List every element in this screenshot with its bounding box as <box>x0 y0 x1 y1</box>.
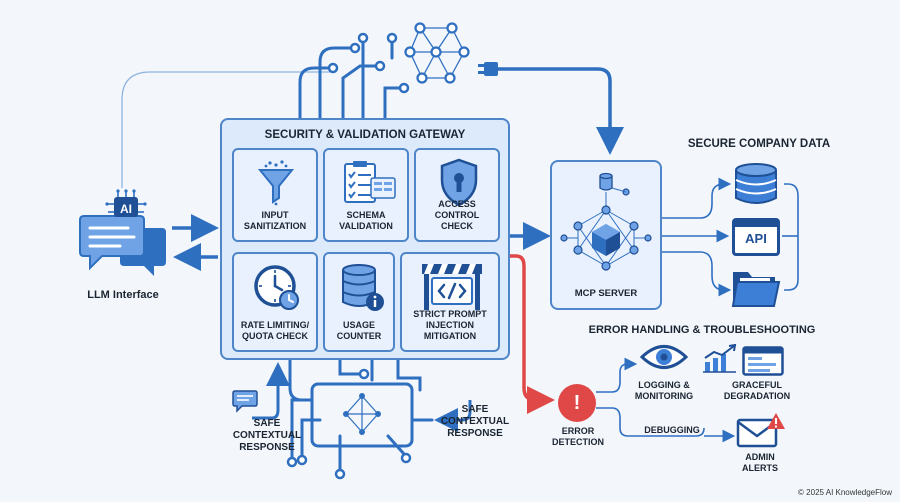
admin-alerts-label: ADMIN ALERTS <box>742 452 778 473</box>
prompt-injection-card: STRICT PROMPT INJECTION MITIGATION <box>400 252 500 352</box>
company-data-title: SECURE COMPANY DATA <box>687 138 831 150</box>
schema-validation-card: SCHEMA VALIDATION <box>323 148 409 242</box>
database-info-icon <box>342 264 384 311</box>
api-box: API <box>732 218 780 256</box>
network-icon <box>404 22 470 84</box>
error-symbol: ! <box>573 392 581 414</box>
ai-chip-label: AI <box>120 202 132 216</box>
usage-counter-card: USAGE COUNTER <box>323 252 395 352</box>
graceful-degradation-label: GRACEFUL DEGRADATION <box>723 380 791 401</box>
mail-alert-icon <box>736 413 785 448</box>
llm-interface-label: LLM Interface <box>87 289 159 301</box>
speech-bubble-icon <box>232 390 258 413</box>
cube-network-icon <box>560 172 652 271</box>
clock-icon <box>254 265 299 310</box>
gateway-title: SECURITY & VALIDATION GATEWAY <box>264 129 466 141</box>
usage-counter-label: USAGE COUNTER <box>336 320 382 341</box>
api-label: API <box>745 231 767 246</box>
input-sanitization-card: INPUT SANITIZATION <box>232 148 318 242</box>
schema-validation-label: SCHEMA VALIDATION <box>339 210 393 231</box>
logging-monitoring-label: LOGGING & MONITORING <box>634 380 694 401</box>
rate-limiting-card: RATE LIMITING/ QUOTA CHECK <box>232 252 318 352</box>
folder-icon <box>731 272 781 307</box>
error-detection-label: ERROR DETECTION <box>551 426 604 447</box>
safe-response-left-label: SAFE CONTEXTUAL RESPONSE <box>232 418 302 453</box>
chat-bubbles-icon <box>79 189 166 276</box>
plug-icon <box>478 62 498 76</box>
database-icon <box>735 163 777 204</box>
chart-trend-icon <box>703 344 737 373</box>
mcp-server-label: MCP SERVER <box>574 288 638 299</box>
prompt-injection-label: STRICT PROMPT INJECTION MITIGATION <box>413 309 487 341</box>
access-control-card: ACCESS CONTROL CHECK <box>414 148 500 242</box>
copyright-footer: © 2025 AI KnowledgeFlow <box>798 488 892 497</box>
checklist-icon <box>344 161 396 203</box>
eye-icon <box>640 345 688 369</box>
input-sanitization-label: INPUT SANITIZATION <box>243 210 307 231</box>
security-validation-gateway: SECURITY & VALIDATION GATEWAY INPUT SANI… <box>220 118 510 360</box>
debugging-label: DEBUGGING <box>644 425 700 435</box>
error-alert-icon <box>558 384 596 422</box>
safe-response-right-label: SAFE CONTEXTUAL RESPONSE <box>440 404 510 439</box>
access-control-label: ACCESS CONTROL CHECK <box>434 199 480 231</box>
mcp-server: MCP SERVER <box>550 160 662 310</box>
funnel-icon <box>257 160 295 206</box>
error-handling-title: ERROR HANDLING & TROUBLESHOOTING <box>588 324 816 336</box>
shield-lock-icon <box>440 158 478 207</box>
rate-limiting-label: RATE LIMITING/ QUOTA CHECK <box>240 320 310 341</box>
browser-window-icon <box>742 346 784 376</box>
barrier-code-icon <box>422 264 482 310</box>
